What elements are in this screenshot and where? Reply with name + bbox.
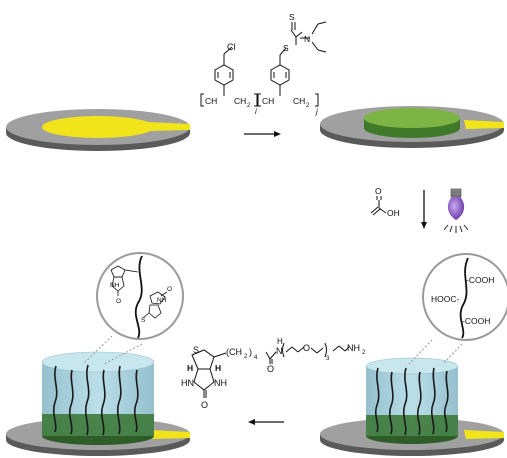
biotin-amide-n-label: N — [276, 346, 283, 356]
reaction-arrow-left — [248, 419, 284, 425]
biotin-amide-h-label: H — [277, 337, 283, 346]
biotin-reagent-labels: S (CH 2 ) 4 H N O O 3 NH 2 H H HN NH O — [181, 337, 366, 410]
cooh-top-label: -COOH — [466, 275, 494, 285]
biotin-ch2-label: (CH — [226, 347, 242, 357]
ch-right-label: CH — [262, 96, 274, 106]
biotin-h-left-label: H — [187, 363, 193, 373]
biotin-peg-o-label: O — [303, 343, 310, 353]
zoom-nh-left-label: NH — [110, 282, 120, 289]
link-s-label: S — [283, 43, 289, 53]
cooh-zoom-callout — [408, 253, 507, 365]
biotin-urea-o-label: O — [201, 400, 208, 410]
polymer-coated-disc — [320, 106, 504, 148]
thione-s-label: S — [289, 12, 295, 22]
acrylic-o-label: O — [375, 186, 382, 196]
polymer-labels: Cl CH CH 2 i CH CH 2 j S S N — [205, 12, 318, 116]
biotin-zoom-callout — [82, 252, 184, 365]
acrylic-oh-label: OH — [387, 208, 400, 218]
sub2-left-label: 2 — [247, 103, 251, 109]
biotin-nh2-sub-label: 2 — [362, 350, 366, 356]
gold-electrode-disc — [6, 109, 190, 151]
cooh-bottom-label: -COOH — [462, 316, 490, 326]
biotin-s-label: S — [193, 345, 199, 355]
acrylic-acid-structure — [370, 196, 387, 216]
reaction-arrow-down — [421, 190, 427, 229]
biotin-carbonyl-o-label: O — [267, 364, 274, 374]
biotin-hn-label: HN — [181, 378, 194, 388]
sub2-right-label: 2 — [306, 103, 310, 109]
biotin-nh-label: NH — [214, 378, 227, 388]
ch2-left-label: CH — [234, 96, 246, 106]
biotin-nh2-label: NH — [347, 343, 360, 353]
chlorine-label: Cl — [227, 42, 236, 52]
biotin-reagent-structure — [191, 342, 350, 398]
index-j-label: j — [315, 107, 318, 116]
zoom-o2-label: O — [167, 286, 172, 293]
light-bulb-icon — [443, 188, 469, 233]
ch2-right-label: CH — [293, 96, 305, 106]
biotin-h-right-label: H — [215, 363, 221, 373]
zoom-o1-label: O — [116, 298, 121, 305]
amine-n-label: N — [304, 34, 310, 44]
biotin-sub2-label: 2 — [244, 354, 248, 360]
ch-left-label: CH — [205, 96, 217, 106]
zoom-s-label: S — [141, 317, 146, 324]
biotin-brush-disc — [6, 351, 190, 456]
cooh-brush-disc — [320, 357, 504, 456]
zoom-nh-right-label: NH — [157, 297, 167, 304]
polymer-structure — [200, 21, 327, 107]
biotin-sub3-label: 3 — [326, 356, 330, 362]
reaction-arrow-right — [244, 131, 281, 137]
hooc-label: HOOC- — [431, 294, 460, 304]
biotin-paren-label: ) — [249, 347, 252, 357]
biotin-sub4-label: 4 — [254, 355, 258, 361]
index-i-label: i — [255, 107, 257, 116]
